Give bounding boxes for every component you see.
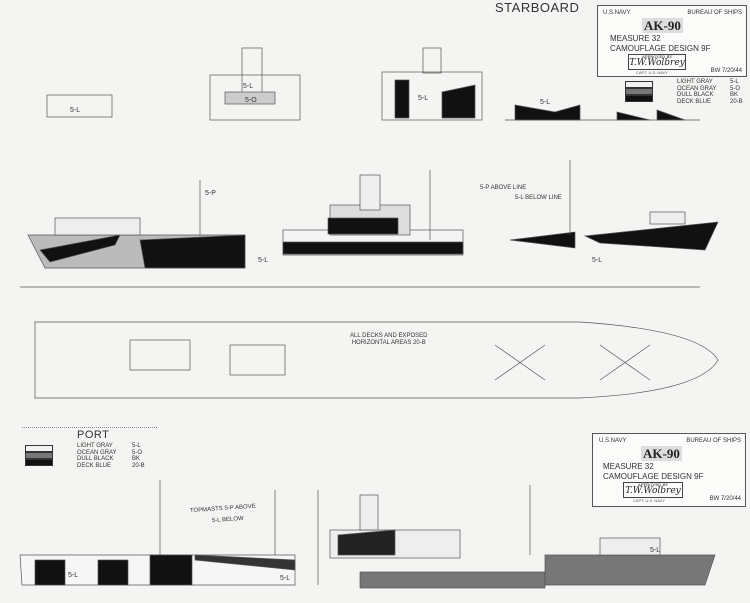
starboard-profile-aft [27,180,246,269]
starboard-legend: LIGHT GRAY OCEAN GRAY DULL BLACK DECK BL… [625,79,745,107]
swatch-dull-black [25,459,53,466]
section-view-3 [381,47,483,121]
approval-stamp: APPROVED BY T.W.Wolbrey [623,482,683,498]
swatch-ocean-gray [25,452,53,459]
date-stamp: BW 7/20/44 [710,68,742,74]
starboard-profile-mid [282,170,464,256]
legend-code: 5-O [132,449,143,456]
section-view-4 [505,104,700,121]
swatch-light-gray [25,445,53,452]
ship-designation: AK-90 [641,446,682,461]
note-below-line: 5-L BELOW LINE [515,195,562,201]
label-5o: 5-O [245,97,257,104]
plan-note-line: HORIZONTAL AREAS 20-B [351,340,426,346]
port-profile-fwd [529,485,716,586]
label-5p: 5-P [205,190,216,197]
bureau-label: BUREAU OF SHIPS [687,10,742,16]
navy-label: U.S.NAVY [603,10,631,16]
label-5l: 5-L [540,99,550,106]
bureau-label: BUREAU OF SHIPS [686,438,741,444]
signer-title: CAPT. U.S. NAVY [633,498,665,503]
date-stamp: BW 7/20/44 [709,496,741,502]
approved-label: APPROVED BY [637,482,669,487]
swatch-dull-black [625,95,653,102]
label-5l: 5-L [280,575,290,582]
port-heading: PORT [77,429,110,441]
port-profile-aft [19,480,296,586]
starboard-profile-fwd [509,160,719,251]
approved-label: APPROVED BY [641,54,673,59]
label-5l: 5-L [70,107,80,114]
legend-name: DULL BLACK [77,456,114,462]
swatch-ocean-gray [625,88,653,95]
design-label: CAMOUFLAGE DESIGN 9F [610,44,711,53]
section-view-1 [46,94,113,118]
swatch-light-gray [625,81,653,88]
port-legend: PORT LIGHT GRAY OCEAN GRAY DULL BLACK DE… [22,427,157,471]
legend-code: 20-B [730,98,743,105]
legend-name: OCEAN GRAY [77,449,117,456]
starboard-title-block: U.S.NAVY BUREAU OF SHIPS AK-90 MEASURE 3… [597,5,747,77]
legend-name: DULL BLACK [677,92,714,98]
plan-note-line: ALL DECKS AND EXPOSED [350,333,428,339]
label-5l: 5-L [243,83,253,90]
plan-note: ALL DECKS AND EXPOSED HORIZONTAL AREAS 2… [350,333,427,347]
legend-code: 5-O [730,85,741,92]
legend-name: LIGHT GRAY [677,79,713,85]
approval-stamp: APPROVED BY T.W.Wolbrey [628,54,686,70]
plan-view [34,321,719,399]
signature: T.W.Wolbrey [625,486,681,496]
signature: T.W.Wolbrey [629,58,685,68]
design-label: CAMOUFLAGE DESIGN 9F [603,472,704,481]
port-profile-mid [317,490,546,589]
legend-code: 5-L [730,79,739,85]
legend-name: LIGHT GRAY [77,443,113,449]
label-5l: 5-L [68,572,78,579]
label-5l: 5-L [592,257,602,264]
ship-designation: AK-90 [642,18,683,33]
signer-title: CAPT. U.S. NAVY [636,70,668,75]
legend-name: DECK BLUE [677,98,712,105]
legend-name: OCEAN GRAY [677,85,717,92]
label-5l: 5-L [258,257,268,264]
legend-name: DECK BLUE [77,462,112,469]
note-above-line: 5-P ABOVE LINE [480,185,527,191]
measure-label: MEASURE 32 [610,34,661,43]
legend-code: 20-B [132,462,145,469]
legend-code: BK [730,92,739,98]
navy-label: U.S.NAVY [599,438,627,444]
measure-label: MEASURE 32 [603,462,654,471]
label-5l: 5-L [418,95,428,102]
legend-code: 5-L [132,443,141,449]
starboard-heading: STARBOARD [495,0,580,15]
label-5l: 5-L [650,547,660,554]
section-view-2 [209,47,301,121]
port-title-block: U.S.NAVY BUREAU OF SHIPS AK-90 MEASURE 3… [592,433,746,507]
legend-code: BK [132,456,141,462]
